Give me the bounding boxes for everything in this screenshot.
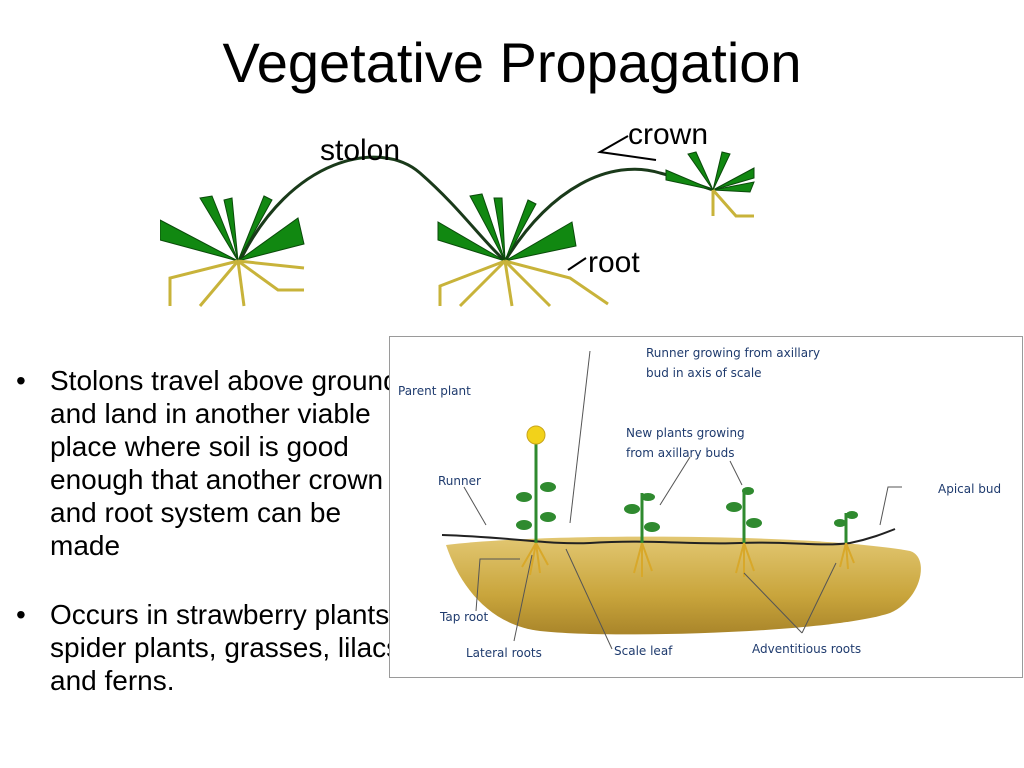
- slide-title: Vegetative Propagation: [222, 31, 802, 94]
- new-plant-1: [624, 493, 660, 577]
- stolon-label: stolon: [320, 134, 400, 167]
- bullet-glyph: •: [16, 599, 26, 630]
- bullet-glyph: •: [16, 365, 26, 396]
- new-plant-3: [834, 511, 858, 570]
- label-scale-leaf: Scale leaf: [614, 644, 673, 658]
- root-label: root: [588, 246, 640, 279]
- pointer-lines: [463, 350, 902, 650]
- plant-1-leaves: [160, 195, 305, 262]
- label-new-plants-2: from axillary buds: [626, 446, 735, 460]
- bullet-item-1: • Stolons travel above ground and land i…: [12, 364, 412, 562]
- bullet-text-2: Occurs in strawberry plants, spider plan…: [50, 599, 408, 696]
- new-plant-2: [726, 487, 762, 577]
- bullet-item-2: • Occurs in strawberry plants, spider pl…: [12, 598, 412, 697]
- crown-arrow: [596, 135, 657, 161]
- root-pointer: [567, 257, 587, 271]
- flower: [526, 425, 546, 445]
- label-lateral-roots: Lateral roots: [466, 646, 542, 660]
- label-runner-axillary-1: Runner growing from axillary: [646, 346, 820, 360]
- runner-diagram-canvas: Parent plant Runner growing from axillar…: [398, 346, 1001, 660]
- bullet-text-1: Stolons travel above ground and land in …: [50, 365, 399, 561]
- parent-plant: [516, 425, 556, 576]
- label-tap-root: Tap root: [439, 610, 488, 624]
- label-new-plants-1: New plants growing: [626, 426, 745, 440]
- crown-roots: [711, 189, 754, 218]
- label-runner: Runner: [438, 474, 481, 488]
- stolon-stem: [238, 155, 507, 263]
- label-runner-axillary-2: bud in axis of scale: [646, 366, 762, 380]
- runner-diagram: Parent plant Runner growing from axillar…: [389, 336, 1023, 678]
- runner-stem: [441, 528, 896, 546]
- bullet-list: • Stolons travel above ground and land i…: [12, 364, 412, 733]
- crown-label: crown: [628, 118, 708, 151]
- soil: [446, 536, 921, 635]
- crown-leaves: [665, 151, 755, 193]
- plant-2-roots: [438, 259, 609, 308]
- plant-2-leaves: [437, 193, 577, 262]
- label-adventitious-roots: Adventitious roots: [752, 642, 861, 656]
- plant-1-roots: [168, 259, 305, 307]
- label-parent-plant: Parent plant: [398, 384, 471, 398]
- stolon-diagram: stolon crown root: [160, 118, 755, 308]
- label-apical-bud: Apical bud: [938, 482, 1001, 496]
